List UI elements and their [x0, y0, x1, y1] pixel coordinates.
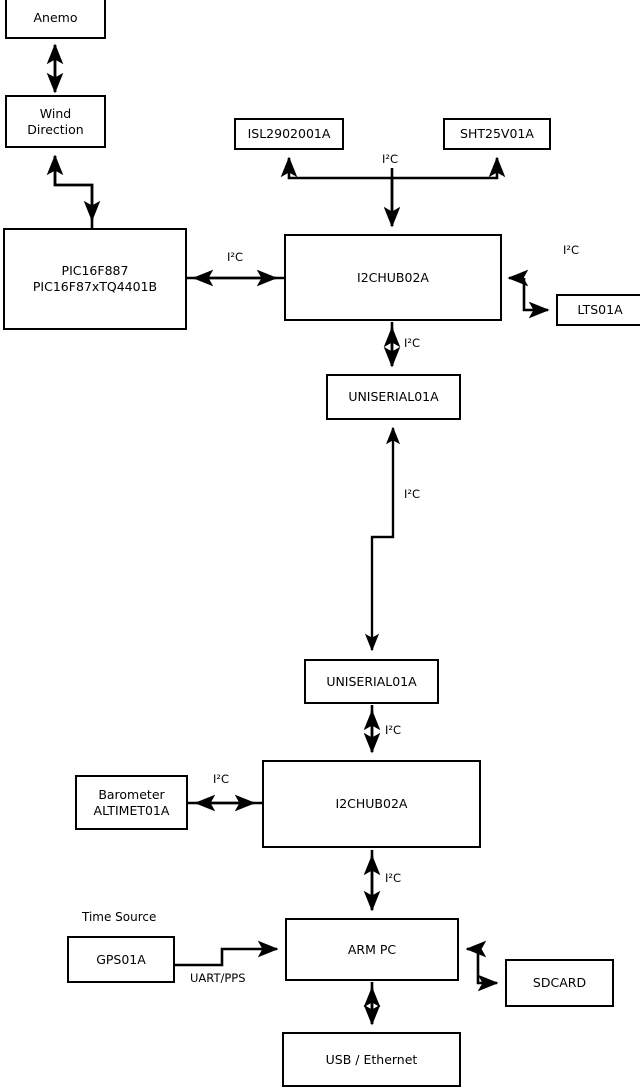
connector-uniserial-link — [364, 426, 401, 652]
node-gps01a[interactable]: GPS01A — [67, 936, 175, 983]
connector-pic-wind — [46, 154, 101, 228]
edge-label-gps-armpc: UART/PPS — [190, 971, 246, 985]
node-uniserial01a-upper[interactable]: UNISERIAL01A — [326, 374, 461, 420]
connector-hubtop-lts — [507, 269, 550, 319]
edge-label-hub-lts: I²C — [563, 243, 580, 257]
node-anemo[interactable]: Anemo — [5, 0, 106, 39]
connector-hubtop-sensors — [280, 156, 506, 228]
edge-label-hub-uniserial: I²C — [404, 336, 421, 350]
connector-armpc-sdcard — [465, 940, 499, 992]
node-sdcard[interactable]: SDCARD — [505, 959, 614, 1007]
edge-label-uniserial-hub2: I²C — [385, 723, 402, 737]
node-uniserial01a-lower[interactable]: UNISERIAL01A — [304, 659, 439, 704]
label-time-source: Time Source — [82, 910, 157, 924]
node-i2chub02a-top[interactable]: I2CHUB02A — [284, 234, 502, 321]
node-pic-mcu[interactable]: PIC16F887 PIC16F87xTQ4401B — [3, 228, 187, 330]
edge-label-barometer-hub2: I²C — [213, 772, 230, 786]
node-lts01a[interactable]: LTS01A — [556, 294, 640, 326]
node-usb-ethernet[interactable]: USB / Ethernet — [282, 1032, 461, 1087]
node-i2chub02a-bottom[interactable]: I2CHUB02A — [262, 760, 481, 848]
edge-label-uniserial-link: I²C — [404, 487, 421, 501]
node-sht25v01a[interactable]: SHT25V01A — [443, 118, 551, 150]
node-arm-pc[interactable]: ARM PC — [285, 918, 459, 981]
edge-label-hub2-armpc: I²C — [385, 871, 402, 885]
edge-label-pic-hub: I²C — [227, 250, 244, 264]
connector-gps-armpc — [175, 940, 279, 967]
node-isl2902001a[interactable]: ISL2902001A — [234, 118, 344, 150]
node-barometer-altimet01a[interactable]: Barometer ALTIMET01A — [75, 775, 188, 830]
edge-label-hub-sensors: I²C — [382, 152, 399, 166]
node-wind-direction[interactable]: Wind Direction — [5, 95, 106, 148]
